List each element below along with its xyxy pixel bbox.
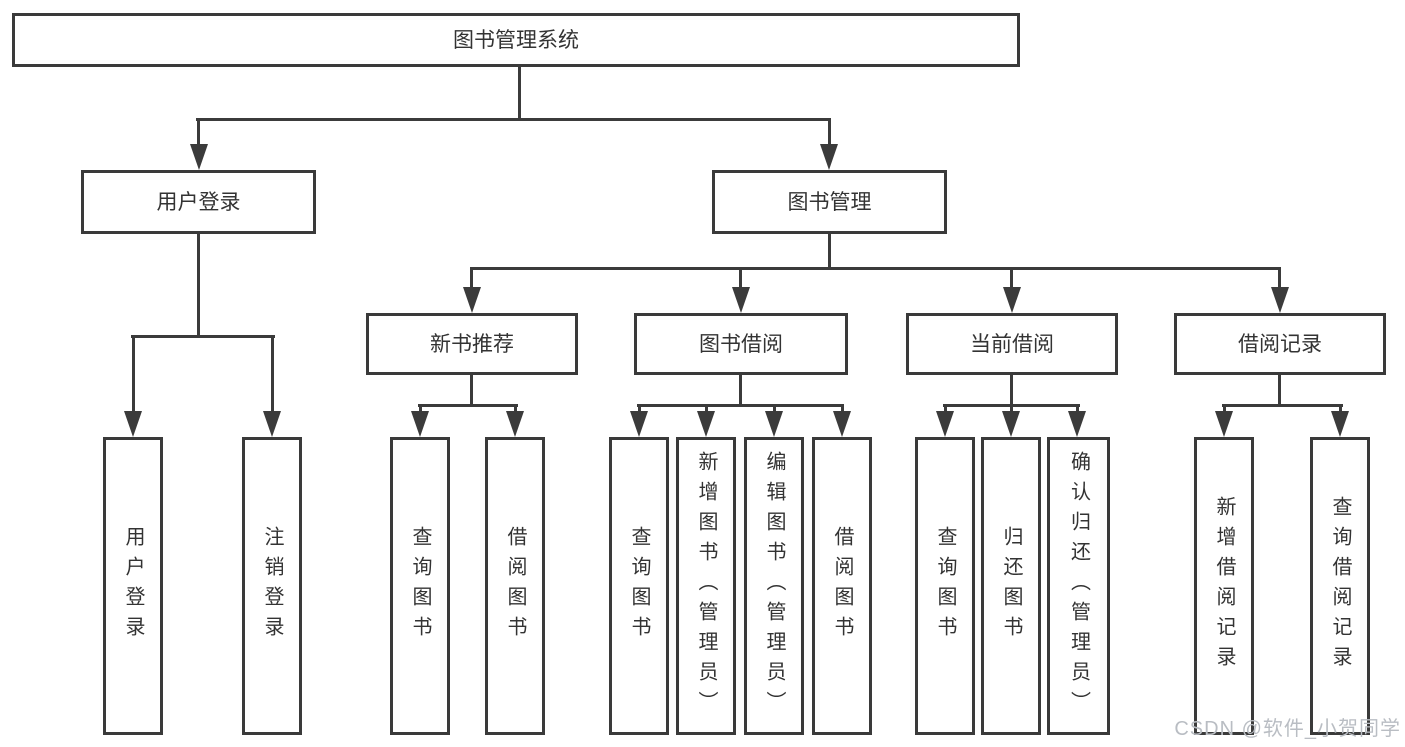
connector-stem-book-borrow	[739, 267, 742, 291]
leaf-bb-edit-books-admin: 编辑图书（管理员）	[744, 437, 804, 735]
connector-level2-rail	[470, 267, 1281, 270]
leaf-br-add-record: 新增借阅记录	[1194, 437, 1254, 735]
arrow-down-book-borrow	[732, 287, 750, 313]
arrow-down-current-borrow	[1003, 287, 1021, 313]
arrow-down-br-add	[1215, 411, 1233, 437]
leaf-cb-query-books: 查询图书	[915, 437, 975, 735]
connector-bb-feed	[739, 375, 742, 406]
arrow-down-ul-login	[124, 411, 142, 437]
arrow-down-cb-return	[1002, 411, 1020, 437]
connector-stem-bb-edit	[773, 404, 776, 416]
connector-br-feed	[1278, 375, 1281, 406]
connector-stem-nb-query	[419, 404, 422, 416]
leaf-user-login: 用户登录	[103, 437, 163, 735]
arrow-down-borrow-record	[1271, 287, 1289, 313]
arrow-down-nb-borrow	[506, 411, 524, 437]
leaf-nb-borrow-books: 借阅图书	[485, 437, 545, 735]
arrow-down-bb-edit	[765, 411, 783, 437]
connector-stem-cb-query	[944, 404, 947, 416]
connector-stem-cb-confirm	[1076, 404, 1079, 416]
connector-stem-user-login	[197, 118, 200, 148]
connector-br-rail	[1222, 404, 1343, 407]
node-current-borrowing: 当前借阅	[906, 313, 1118, 375]
connector-root-feed	[518, 65, 521, 120]
connector-user-login-rail	[131, 335, 275, 338]
connector-stem-cb-return	[1010, 404, 1013, 416]
node-user-login: 用户登录	[81, 170, 316, 234]
csdn-watermark: CSDN @软件_小贺同学	[1174, 718, 1401, 740]
connector-bb-rail	[637, 404, 844, 407]
connector-stem-book-mgmt	[828, 118, 831, 148]
connector-stem-br-query	[1339, 404, 1342, 416]
connector-nb-rail	[418, 404, 518, 407]
connector-stem-nb-borrow	[514, 404, 517, 416]
connector-level1-rail	[196, 118, 831, 121]
leaf-nb-query-books: 查询图书	[390, 437, 450, 735]
connector-stem-bb-query	[638, 404, 641, 416]
arrow-down-nb-query	[411, 411, 429, 437]
leaf-bb-borrow-books: 借阅图书	[812, 437, 872, 735]
connector-stem-br-add	[1223, 404, 1226, 416]
arrow-down-bb-query	[630, 411, 648, 437]
arrow-down-ul-logout	[263, 411, 281, 437]
connector-stem-current-borrow	[1010, 267, 1013, 291]
arrow-down-bb-borrow	[833, 411, 851, 437]
leaf-br-query-record: 查询借阅记录	[1310, 437, 1370, 735]
arrow-down-book-mgmt	[820, 144, 838, 170]
arrow-down-user-login	[190, 144, 208, 170]
connector-user-login-feed	[197, 234, 200, 337]
arrow-down-bb-add	[697, 411, 715, 437]
arrow-down-cb-confirm	[1068, 411, 1086, 437]
connector-book-mgmt-feed	[828, 234, 831, 270]
node-book-management: 图书管理	[712, 170, 947, 234]
node-new-book-recommend: 新书推荐	[366, 313, 578, 375]
connector-stem-bb-add	[705, 404, 708, 416]
leaf-cb-return-books: 归还图书	[981, 437, 1041, 735]
connector-stem-ul-logout	[271, 335, 274, 415]
leaf-cb-confirm-return-admin: 确认归还（管理员）	[1047, 437, 1110, 735]
node-borrow-records: 借阅记录	[1174, 313, 1386, 375]
arrow-down-cb-query	[936, 411, 954, 437]
connector-stem-ul-login	[132, 335, 135, 415]
connector-stem-bb-borrow	[841, 404, 844, 416]
connector-stem-new-book-rec	[470, 267, 473, 291]
arrow-down-new-book-rec	[463, 287, 481, 313]
connector-nb-feed	[470, 375, 473, 406]
leaf-bb-query-books: 查询图书	[609, 437, 669, 735]
node-library-management-system: 图书管理系统	[12, 13, 1020, 67]
leaf-logout: 注销登录	[242, 437, 302, 735]
connector-stem-borrow-record	[1278, 267, 1281, 291]
node-book-borrowing: 图书借阅	[634, 313, 848, 375]
leaf-bb-add-books-admin: 新增图书（管理员）	[676, 437, 736, 735]
connector-cb-feed	[1010, 375, 1013, 406]
arrow-down-br-query	[1331, 411, 1349, 437]
